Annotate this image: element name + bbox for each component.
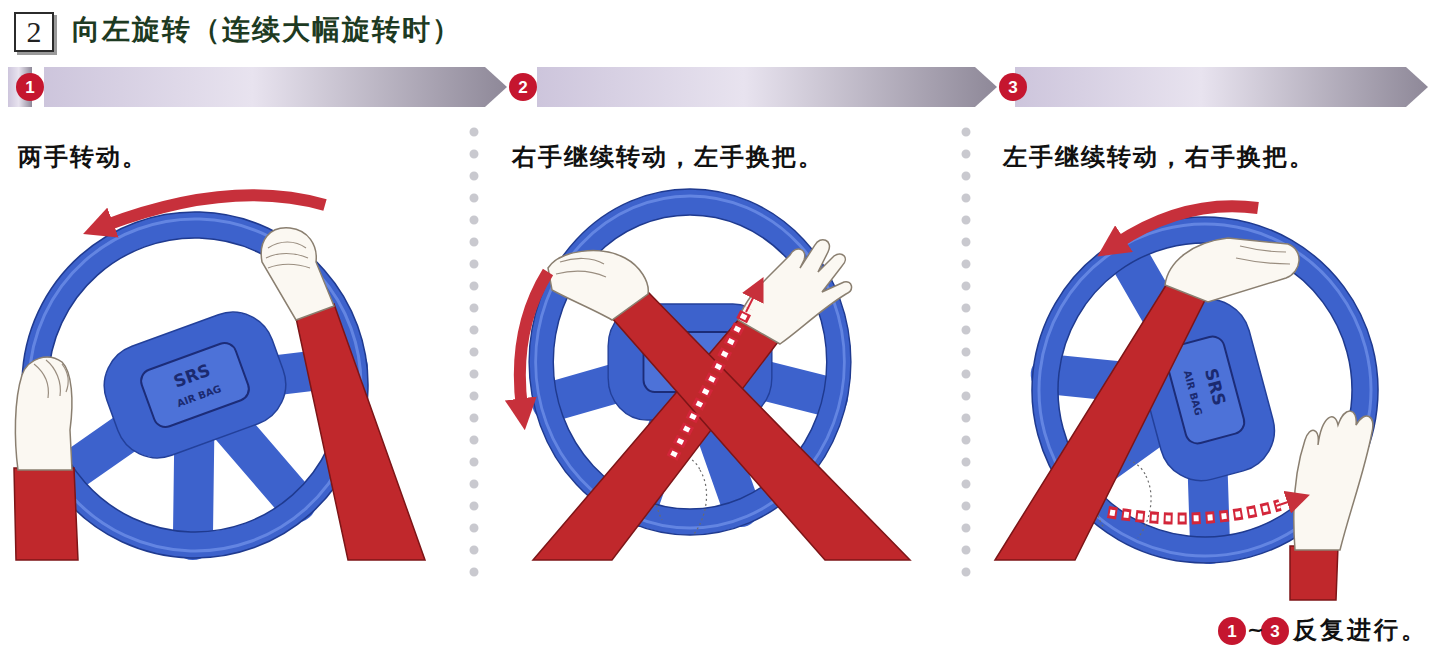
move-arrow [672, 308, 748, 458]
repeat-note: 反复进行。 [1293, 617, 1428, 643]
move-arrow [1108, 505, 1280, 519]
finger-lines [1236, 246, 1290, 264]
step-circle: 2 [509, 73, 537, 101]
steering-wheel [993, 178, 1417, 602]
node-text: 1 [25, 79, 34, 96]
hand [15, 357, 72, 470]
sleeve [296, 304, 425, 560]
step-text: 两手转动。 [18, 144, 148, 170]
step-band-arrow [44, 67, 507, 107]
panel-one [0, 163, 425, 606]
node-text: 1 [1227, 623, 1236, 640]
step-text: 左手继续转动，右手换把。 [1003, 144, 1315, 170]
hand [548, 251, 648, 320]
move-arrow [672, 308, 748, 458]
hand [261, 228, 334, 320]
rotation-arrow [104, 195, 325, 226]
sleeve [14, 468, 78, 560]
hand [1165, 238, 1299, 302]
step-circle: 1 [16, 73, 44, 101]
separator [962, 132, 971, 592]
open-hand [738, 240, 852, 344]
node-text: 2 [518, 79, 527, 96]
step-circle: 3 [999, 73, 1027, 101]
node-text: 3 [1008, 79, 1017, 96]
node-text: 3 [1270, 623, 1279, 640]
step-band [1015, 67, 1428, 107]
finger-lines [34, 360, 68, 398]
open-hand [1294, 411, 1373, 550]
range-sign: ~ [1247, 618, 1264, 640]
move-arrow [1108, 505, 1280, 519]
sleeve [1290, 546, 1338, 600]
rotation-arrow [1116, 206, 1258, 244]
rotation-arrow [520, 272, 548, 408]
step-circle: 3 [1261, 617, 1289, 645]
finger-lines [266, 242, 310, 268]
node-text: 2 [27, 17, 42, 47]
step-text: 右手继续转动，左手换把。 [512, 144, 824, 170]
sleeve [995, 282, 1205, 560]
sleeve [612, 292, 910, 560]
panel-three [993, 178, 1417, 602]
finger-lines [556, 258, 606, 277]
panel-two [520, 189, 910, 560]
title: 向左旋转（连续大幅旋转时） [72, 15, 462, 46]
section-number-box: 2 [14, 12, 54, 52]
step-band-arrow [537, 67, 997, 107]
move-arrow-head [746, 292, 756, 312]
move-arrow-head [1276, 500, 1294, 506]
separator [470, 132, 479, 592]
step-circle: 1 [1218, 617, 1246, 645]
